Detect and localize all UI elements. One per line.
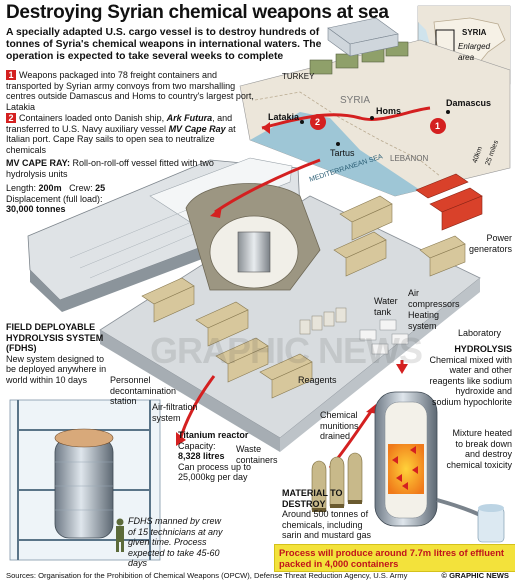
step-2-text-c: at Italian port. Cape Ray sails to open … <box>6 123 236 155</box>
map-latakia-label: Latakia <box>268 112 300 122</box>
material-info: MATERIAL TO DESTROY Around 500 tonnes of… <box>282 488 376 541</box>
hydrolysis-heading: HYDROLYSIS <box>454 344 512 354</box>
reactor-info: Titanium reactor Capacity: 8,328 litres … <box>178 430 254 483</box>
reactor-capacity: 8,328 litres <box>178 451 225 461</box>
reactor-process: Can process up to 25,000kg per day <box>178 461 252 483</box>
map-damascus-label: Damascus <box>446 98 492 108</box>
regional-map <box>239 17 511 197</box>
step-2-text-b: , and transferred to U.S. Navy auxiliary… <box>6 113 233 134</box>
step-2-number: 2 <box>6 113 16 123</box>
map-marker-2: 2 <box>315 117 321 127</box>
hydrolysis-info: HYDROLYSIS Chemical mixed with water and… <box>428 344 512 407</box>
reactor-heading: Titanium reactor <box>178 430 249 440</box>
label-air-filtration: Air-filtration system <box>152 402 198 423</box>
step-2-ship2: MV Cape Ray <box>168 123 226 134</box>
material-text: Around 500 tonnes of chemicals, includin… <box>282 509 372 540</box>
effluent-banner: Process will produce around 7.7m litres … <box>274 544 515 572</box>
titanium-reactor-frame <box>9 399 161 561</box>
label-personnel: Personnel decontamination station <box>110 375 177 406</box>
step-2-text-a: Containers loaded onto Danish ship, <box>19 113 167 123</box>
vessel-info: MV CAPE RAY: Roll-on-roll-off vessel fit… <box>6 158 216 179</box>
hydrolysis-p1: Chemical mixed with water and other reag… <box>429 354 512 407</box>
footer-sources: Sources: Organisation for the Prohibitio… <box>6 571 408 580</box>
footer-credit: © GRAPHIC NEWS <box>441 571 509 580</box>
inset-syria-label: SYRIA <box>462 28 487 37</box>
label-munitions: Chemical munitions drained <box>320 410 359 441</box>
hydrolysis-p2: Mixture heated to break down and destroy… <box>446 428 512 470</box>
hydrolysis-vessel <box>374 360 505 543</box>
step-2-ship1: Ark Futura <box>166 113 213 123</box>
fdhs-desc: New system designed to be deployed anywh… <box>6 353 107 385</box>
vessel-name: MV CAPE RAY: <box>6 158 71 168</box>
inset-enlarged-label: Enlarged area <box>458 42 491 62</box>
watermark: GRAPHIC NEWS <box>150 330 423 371</box>
fdhs-platform <box>99 173 483 452</box>
crew-value: 25 <box>95 183 106 193</box>
crew-note: FDHS manned by crew of 15 technicians at… <box>128 516 223 568</box>
map-syria-label: SYRIA <box>340 95 371 106</box>
label-reagents: Reagents <box>298 375 337 385</box>
reactor-capacity-label: Capacity: <box>178 440 216 451</box>
label-heating: Heating system <box>408 310 440 331</box>
map-marker-1: 1 <box>435 121 441 131</box>
map-turkey-label: TURKEY <box>282 72 315 81</box>
map-tartus-label: Tartus <box>330 148 355 158</box>
length-value: 200m <box>38 183 62 193</box>
length-label: Length: <box>6 183 37 193</box>
label-power: Power generators <box>468 233 512 254</box>
chemical-munitions-shells <box>311 452 363 512</box>
label-laboratory: Laboratory <box>458 328 502 338</box>
fdhs-info: FIELD DEPLOYABLE HYDROLYSIS SYSTEM (FDHS… <box>6 322 116 385</box>
material-heading: MATERIAL TO DESTROY <box>282 488 343 509</box>
label-air-compressors: Air compressors <box>408 288 460 309</box>
crew-label: Crew: <box>69 183 93 193</box>
label-waste: Waste containers <box>236 444 278 465</box>
lead-paragraph: A specially adapted U.S. cargo vessel is… <box>6 27 322 63</box>
displacement-value: 30,000 tonnes <box>6 204 66 214</box>
map-lebanon-label: LEBANON <box>390 154 429 163</box>
map-homs-label: Homs <box>376 106 402 116</box>
vessel-specs: Length: 200m Crew: 25 Displacement (full… <box>6 183 206 215</box>
fdhs-heading: FIELD DEPLOYABLE HYDROLYSIS SYSTEM (FDHS… <box>6 322 104 353</box>
label-water-tank: Water tank <box>374 296 398 317</box>
page-title: Destroying Syrian chemical weapons at se… <box>6 2 389 23</box>
step-1-number: 1 <box>6 70 16 80</box>
step-1-text: Weapons packaged into 78 freight contain… <box>6 70 254 112</box>
footer: Sources: Organisation for the Prohibitio… <box>6 571 509 580</box>
displacement-label: Displacement (full load): <box>6 193 103 204</box>
vessel-desc: Roll-on-roll-off vessel fitted with two … <box>6 158 214 179</box>
